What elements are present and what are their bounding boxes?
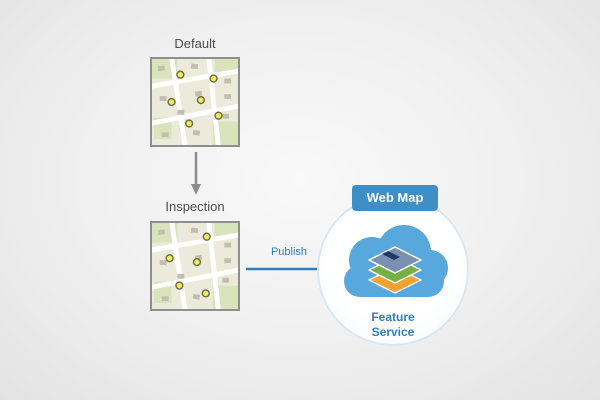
feature-layers-icon bbox=[368, 246, 422, 294]
inspection-map-label: Inspection bbox=[165, 199, 225, 214]
default-map-thumbnail bbox=[150, 57, 240, 147]
arrow-down-icon bbox=[191, 152, 201, 195]
default-map-label: Default bbox=[174, 36, 216, 51]
map-thumbnail-icon bbox=[152, 223, 238, 309]
map-thumbnail-icon bbox=[152, 59, 238, 145]
publish-label: Publish bbox=[270, 246, 308, 258]
feature-service-label: Feature Service bbox=[371, 310, 415, 339]
feature-points-default bbox=[167, 70, 223, 128]
cloud-icon bbox=[344, 225, 448, 297]
inspection-map-thumbnail bbox=[150, 221, 240, 311]
feature-points-inspection bbox=[165, 232, 211, 298]
web-map-circle: Feature Service bbox=[317, 194, 469, 346]
web-map-badge: Web Map bbox=[352, 185, 438, 211]
